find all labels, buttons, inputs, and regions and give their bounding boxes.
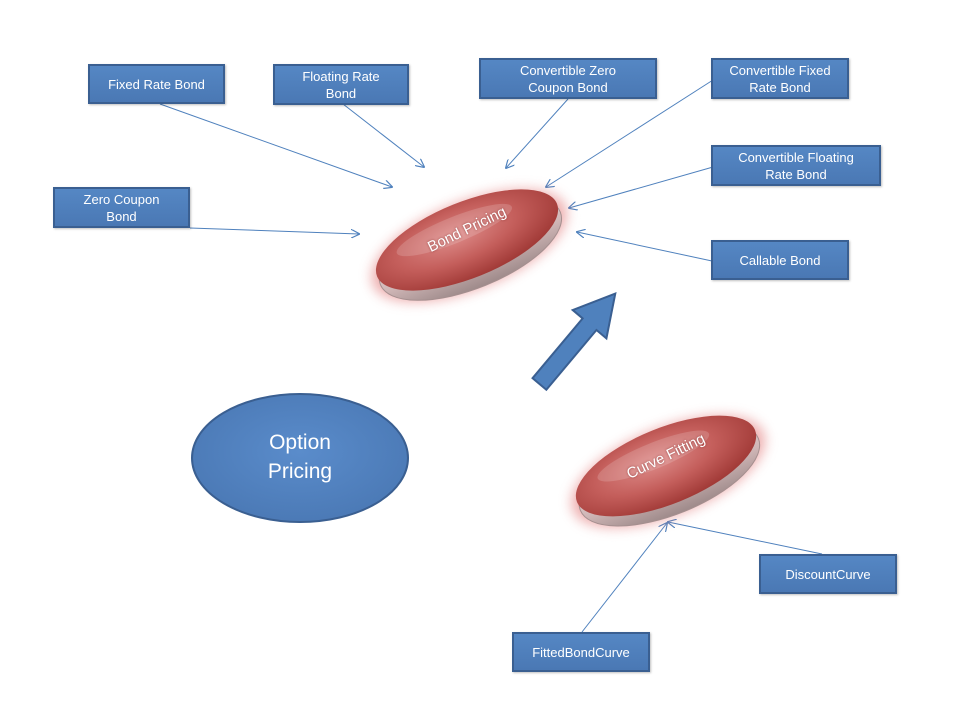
convertible-fixed-rate-bond-box: Convertible Fixed Rate Bond [711, 58, 849, 99]
callable-bond-box: Callable Bond [711, 240, 849, 280]
connector-convertible-zero [506, 98, 569, 168]
zero-coupon-bond-box: Zero Coupon Bond [53, 187, 190, 228]
discount-curve-box: DiscountCurve [759, 554, 897, 594]
connector-discount-curve [668, 522, 823, 555]
connector-convertible-floating [569, 166, 714, 208]
connector-convertible-fixed [546, 79, 714, 187]
option-pricing-label: Option Pricing [267, 431, 333, 483]
floating-rate-bond-box: Floating Rate Bond [273, 64, 409, 105]
fixed-rate-bond-box: Fixed Rate Bond [88, 64, 225, 104]
connector-zero-coupon [189, 227, 359, 234]
connector-fixed-rate [159, 103, 392, 187]
convertible-floating-rate-bond-box: Convertible Floating Rate Bond [711, 145, 881, 186]
fitted-bond-curve-box: FittedBondCurve [512, 632, 650, 672]
option-pricing-node [191, 393, 409, 523]
block-arrow [531, 291, 617, 392]
connector-floating-rate [342, 103, 424, 167]
connector-fitted-bond-curve [581, 523, 667, 633]
convertible-zero-coupon-bond-box: Convertible Zero Coupon Bond [479, 58, 657, 99]
bond-pricing-node [371, 189, 568, 302]
curve-fitting-node [571, 415, 766, 528]
connector-callable [577, 232, 713, 262]
